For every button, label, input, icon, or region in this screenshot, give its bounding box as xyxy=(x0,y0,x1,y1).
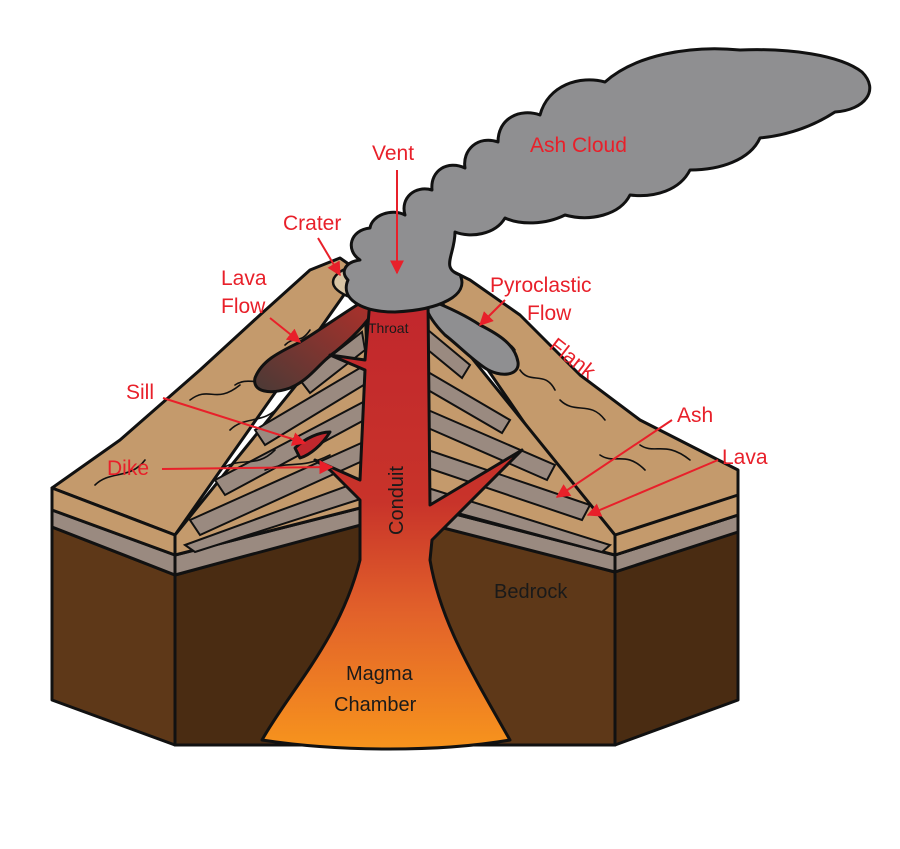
label-crater: Crater xyxy=(283,212,341,235)
label-bedrock: Bedrock xyxy=(494,581,568,603)
label-magma-line2: Chamber xyxy=(334,694,417,716)
label-sill: Sill xyxy=(126,381,154,404)
label-conduit: Conduit xyxy=(386,466,408,535)
ash-cloud-shape xyxy=(342,47,872,314)
label-lava-flow-line2: Flow xyxy=(221,295,266,318)
label-lava-flow-line1: Lava xyxy=(221,267,267,290)
label-ash: Ash xyxy=(677,404,713,427)
label-lava: Lava xyxy=(722,446,768,469)
right-strata-stripes xyxy=(427,327,613,554)
label-arrows xyxy=(161,170,719,517)
magma-conduit xyxy=(260,298,524,751)
pyroclastic-flow-shape xyxy=(423,298,520,376)
label-magma-line1: Magma xyxy=(346,663,414,685)
label-dike: Dike xyxy=(107,457,149,480)
label-ash-cloud: Ash Cloud xyxy=(530,134,627,157)
lava-flow-shape xyxy=(253,298,377,394)
label-pyroclastic-line2: Flow xyxy=(527,302,572,325)
label-throat: Throat xyxy=(368,320,409,336)
diagram-labels: Ash Cloud Vent Crater Lava Flow Pyroclas… xyxy=(107,134,768,716)
label-vent: Vent xyxy=(372,142,414,165)
label-pyroclastic-line1: Pyroclastic xyxy=(490,274,592,297)
